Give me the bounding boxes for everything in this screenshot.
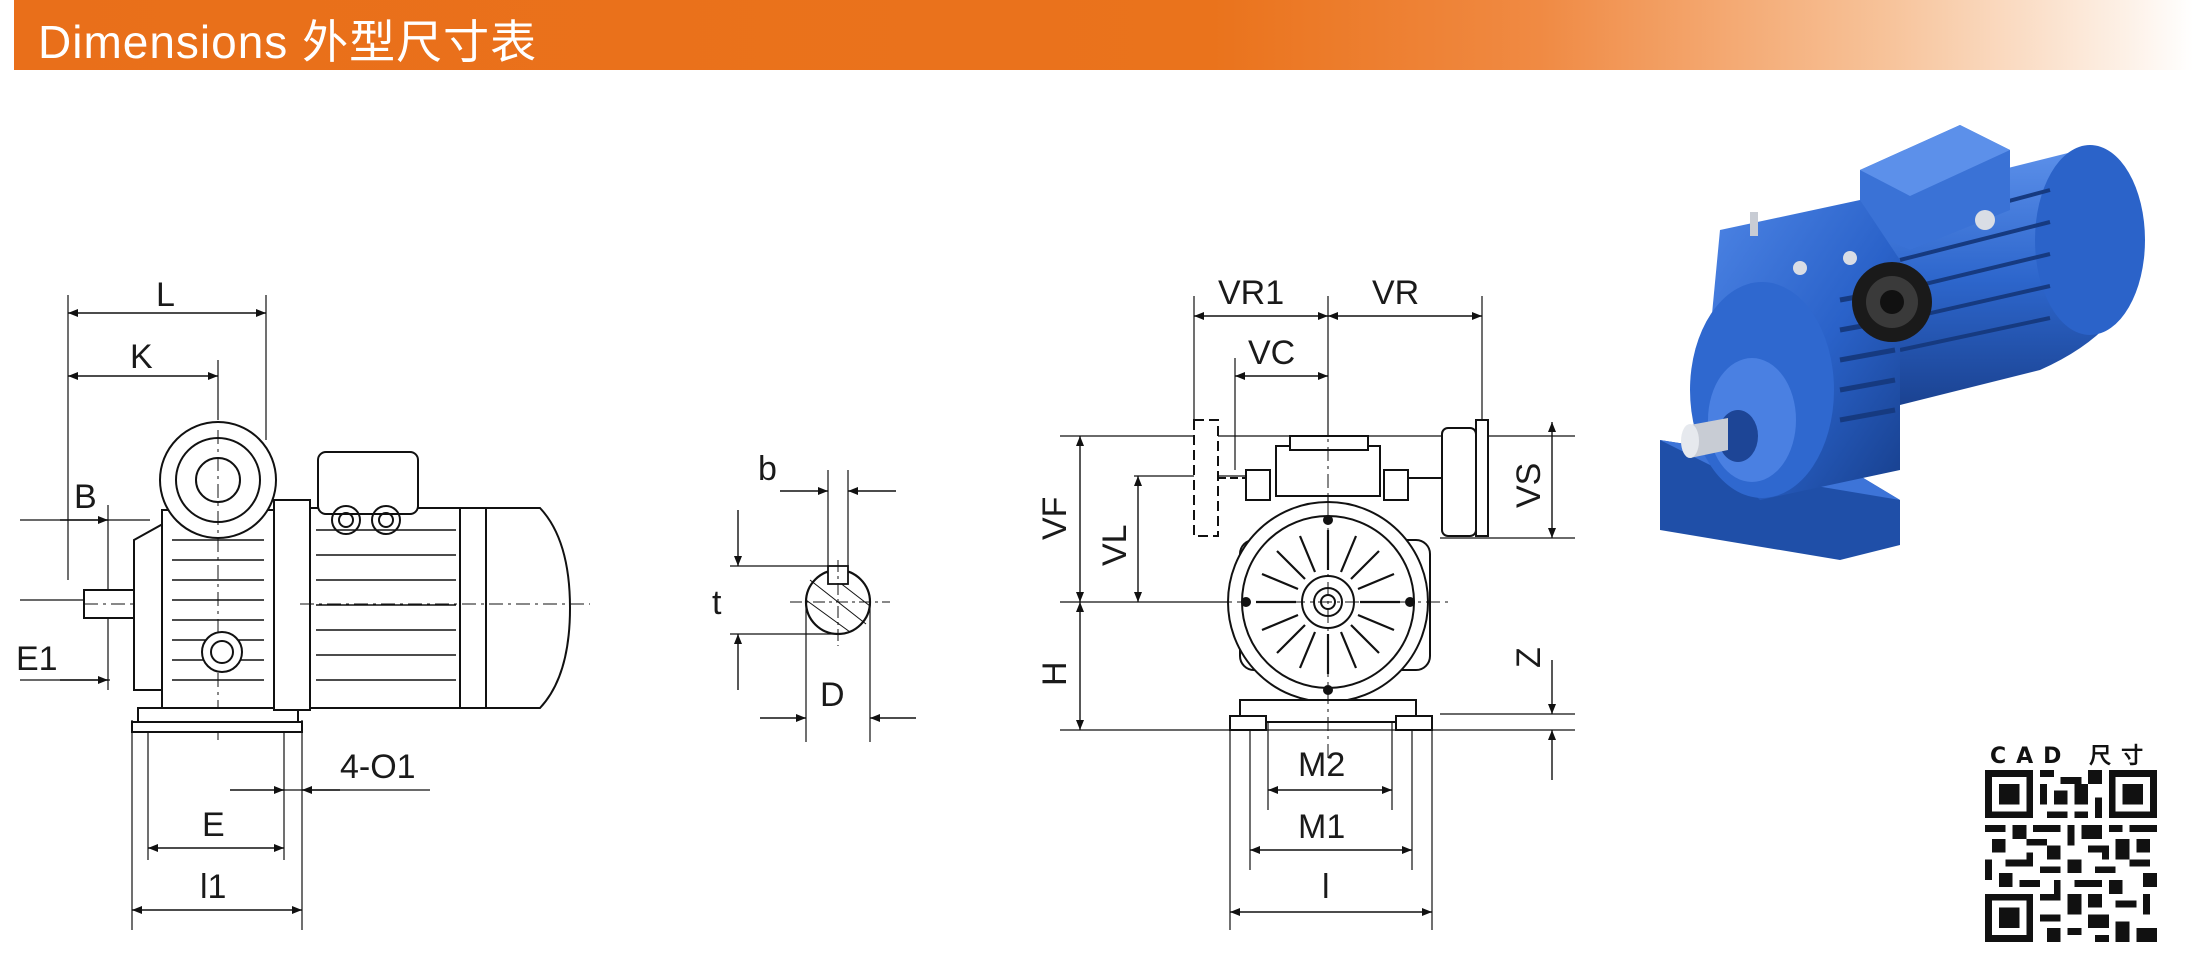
dim-label-Z: Z (1510, 647, 1548, 668)
dim-label-E1: E1 (16, 640, 58, 678)
front-view (1060, 296, 1575, 930)
dim-label-l: l (1322, 868, 1330, 906)
dim-label-H: H (1036, 661, 1074, 686)
side-view (20, 295, 590, 930)
dim-label-M2: M2 (1298, 746, 1345, 784)
dim-label-K: K (130, 338, 153, 376)
section-title: Dimensions 外型尺寸表 (38, 16, 538, 68)
qr-code-icon[interactable] (1985, 770, 2157, 942)
dim-label-M1: M1 (1298, 808, 1345, 846)
dim-label-t: t (712, 584, 722, 622)
gear-reducer-photo (1660, 125, 2145, 560)
dim-label-L: L (156, 276, 175, 314)
dim-label-D: D (820, 676, 845, 714)
dim-label-VF: VF (1036, 497, 1074, 540)
dim-label-E: E (202, 806, 225, 844)
dim-label-hole: 4-O1 (340, 748, 416, 786)
dim-label-VL: VL (1096, 524, 1134, 566)
dim-label-VC: VC (1248, 334, 1295, 372)
dim-label-l1: l1 (200, 868, 226, 906)
shaft-section (730, 470, 916, 742)
qr-caption: CAD 尺寸 (1990, 744, 2154, 769)
dim-label-B: B (74, 478, 97, 516)
dim-label-VR1: VR1 (1218, 274, 1284, 312)
dim-label-VR: VR (1372, 274, 1419, 312)
dim-label-b: b (758, 450, 777, 488)
dim-label-VS: VS (1510, 463, 1548, 508)
section-header-bar (14, 0, 2193, 70)
